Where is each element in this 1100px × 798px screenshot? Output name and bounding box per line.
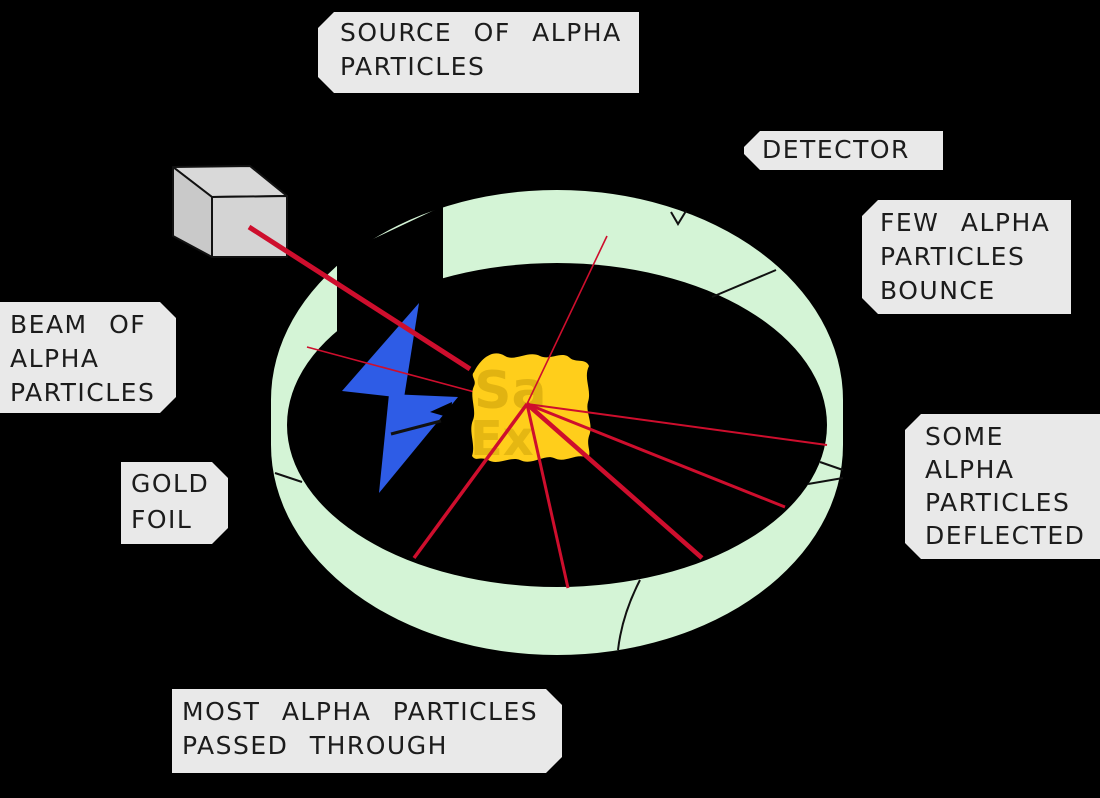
label-few-line1: FEW ALPHA [880,208,1051,237]
label-source: SOURCE OF ALPHA PARTICLES [318,12,639,93]
label-most-line1: MOST ALPHA PARTICLES [182,697,539,726]
label-some-line2: ALPHA [925,455,1015,484]
label-some-line3: PARTICLES [925,488,1071,517]
label-detector-line1: DETECTOR [762,135,910,164]
label-some-line1: SOME [925,422,1004,451]
label-most-line2: PASSED THROUGH [182,731,448,760]
beam-thin [306,346,483,395]
ring-divider-left [274,472,303,483]
label-beam-line3: PARTICLES [10,378,156,407]
ring-divider-top-right [711,269,777,298]
label-beam-line1: BEAM OF [10,310,147,339]
ray-through-down-left [412,402,529,560]
ring-divider-bottom [617,579,641,651]
label-few-alpha: FEW ALPHA PARTICLES BOUNCE [862,200,1071,314]
incoming-beam [247,224,483,395]
label-few-line2: PARTICLES [880,242,1026,271]
beam-main [247,224,472,372]
bolt-slash [390,419,442,436]
label-most-alpha: MOST ALPHA PARTICLES PASSED THROUGH [172,689,562,773]
label-source-line2: PARTICLES [340,52,486,81]
scattered-rays [412,235,828,589]
ray-through-down [525,403,570,589]
label-few-line3: BOUNCE [880,276,996,305]
ring-divider-right-1 [819,461,844,471]
bolt-notch [430,402,452,418]
ring-tick-top-v [670,210,687,226]
label-some-alpha: SOME ALPHA PARTICLES DEFLECTED [905,414,1100,559]
label-gold-line2: FOIL [131,505,193,534]
label-source-line1: SOURCE OF ALPHA [340,18,622,47]
ring-divider-right-2 [807,477,844,485]
ray-bounce-up [526,235,608,405]
label-gold-foil: GOLD FOIL [121,462,228,544]
label-beam: BEAM OF ALPHA PARTICLES [0,302,176,413]
ray-deflect-right [526,403,828,446]
ray-through-thick [525,402,704,560]
label-gold-line1: GOLD [131,469,210,498]
bolt-lower-triangle [379,394,458,493]
ray-deflect-lower-right [526,402,786,509]
ring-gap [337,206,443,340]
label-detector: DETECTOR [744,131,943,170]
label-some-line4: DEFLECTED [925,521,1086,550]
label-beam-line2: ALPHA [10,344,100,373]
